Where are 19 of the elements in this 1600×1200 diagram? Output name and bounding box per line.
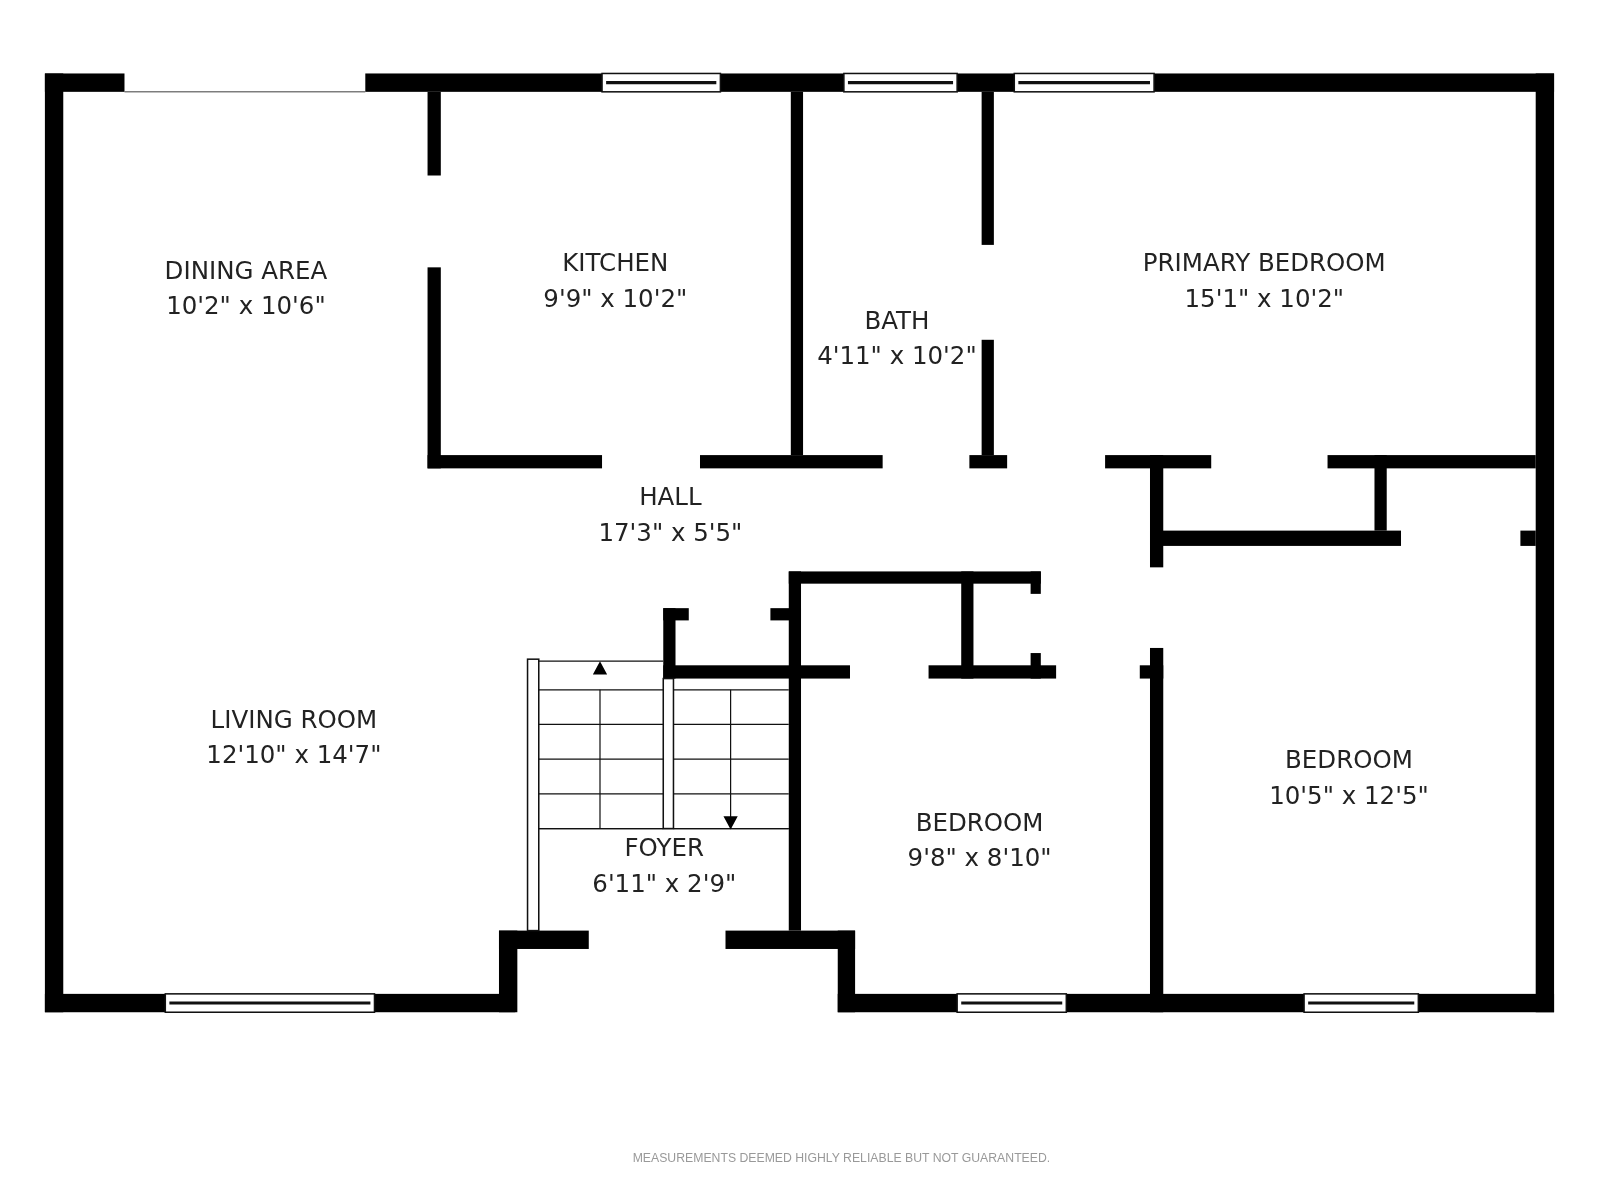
room-dimensions: 10'2" x 10'6" [166, 290, 326, 323]
room-name: BEDROOM [915, 807, 1044, 839]
room-dimensions: 4'11" x 10'2" [817, 340, 977, 373]
room-name: DINING AREA [164, 255, 328, 287]
room-name: BEDROOM [1285, 744, 1413, 777]
room-dimensions: 12'10" x 14'7" [206, 739, 382, 772]
room-dimensions: 6'11" x 2'9" [592, 868, 737, 900]
disclaimer-note: MEASUREMENTS DEEMED HIGHLY RELIABLE BUT NOT GUARANTEED. [632, 1151, 1051, 1166]
room-dimensions: 9'9" x 10'2" [543, 283, 688, 316]
room-name: FOYER [624, 832, 704, 865]
room-name: HALL [639, 481, 702, 514]
room-name: PRIMARY BEDROOM [1142, 248, 1386, 280]
room-name: LIVING ROOM [210, 704, 378, 736]
room-dimensions: 17'3" x 5'5" [598, 517, 743, 549]
room-name: KITCHEN [562, 248, 669, 280]
room-name: BATH [864, 305, 930, 337]
room-dimensions: 15'1" x 10'2" [1184, 283, 1345, 316]
room-dimensions: 9'8" x 8'10" [907, 842, 1052, 875]
room-dimensions: 10'5" x 12'5" [1269, 780, 1429, 813]
